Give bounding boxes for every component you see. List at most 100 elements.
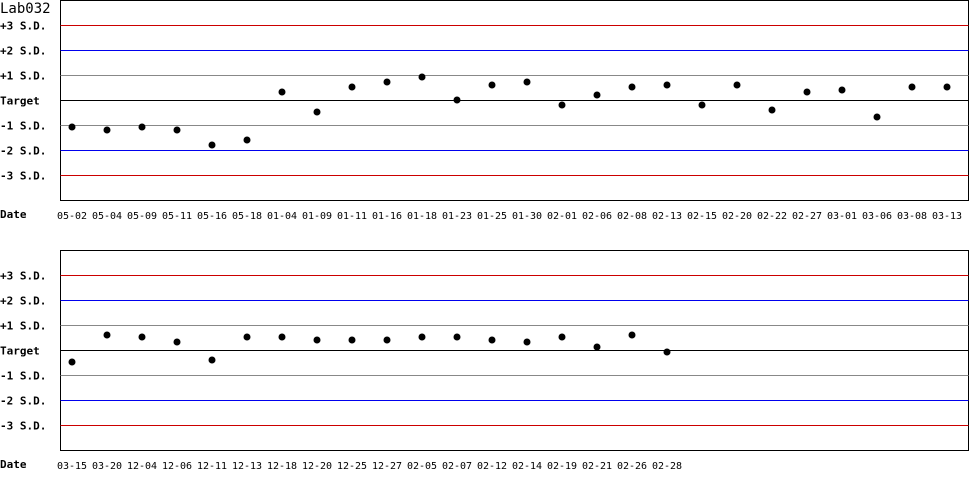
y-tick-label: Target — [0, 95, 40, 108]
x-tick-label: 02-28 — [652, 461, 682, 472]
data-point — [173, 338, 181, 346]
x-tick-label: 05-02 — [57, 211, 87, 222]
x-tick-label: 05-16 — [197, 211, 227, 222]
y-tick-label: +3 S.D. — [0, 270, 46, 283]
y-tick-label: -2 S.D. — [0, 145, 46, 158]
data-point — [593, 343, 601, 351]
data-point — [208, 141, 216, 149]
data-point — [558, 333, 566, 341]
data-point — [768, 106, 776, 114]
x-tick-label: 02-06 — [582, 211, 612, 222]
x-tick-label: 03-06 — [862, 211, 892, 222]
data-point — [908, 83, 916, 91]
y-tick-label: +1 S.D. — [0, 320, 46, 333]
x-tick-label: 02-01 — [547, 211, 577, 222]
data-point — [943, 83, 951, 91]
data-point — [523, 78, 531, 86]
x-tick-label: 02-20 — [722, 211, 752, 222]
y-tick-label: -1 S.D. — [0, 370, 46, 383]
y-tick-label: +1 S.D. — [0, 70, 46, 83]
data-point — [68, 358, 76, 366]
data-point — [348, 336, 356, 344]
data-point — [278, 333, 286, 341]
x-tick-label: 12-20 — [302, 461, 332, 472]
data-point — [383, 336, 391, 344]
data-point — [663, 348, 671, 356]
x-tick-label: 02-13 — [652, 211, 682, 222]
x-tick-label: 05-04 — [92, 211, 122, 222]
data-point — [243, 136, 251, 144]
chart-title: Lab032 — [0, 1, 51, 17]
x-tick-label: 02-07 — [442, 461, 472, 472]
x-tick-label: 03-13 — [932, 211, 962, 222]
x-tick-label: 05-09 — [127, 211, 157, 222]
x-tick-label: 12-25 — [337, 461, 367, 472]
x-tick-label: 02-15 — [687, 211, 717, 222]
panel-2: +3 S.D. +2 S.D. +1 S.D. Target -1 S.D. -2 S.D… — [0, 250, 969, 472]
data-point — [733, 81, 741, 89]
data-point — [558, 101, 566, 109]
x-tick-label: 03-20 — [92, 461, 122, 472]
x-tick-label: 12-18 — [267, 461, 297, 472]
x-tick-label: 02-14 — [512, 461, 542, 472]
data-point — [838, 86, 846, 94]
x-tick-label: 03-08 — [897, 211, 927, 222]
data-point — [348, 83, 356, 91]
y-tick-label: -1 S.D. — [0, 120, 46, 133]
x-tick-label: 12-13 — [232, 461, 262, 472]
x-tick-label: 02-26 — [617, 461, 647, 472]
data-point — [103, 331, 111, 339]
data-point — [418, 73, 426, 81]
data-point — [488, 336, 496, 344]
data-point — [173, 126, 181, 134]
x-tick-label: 01-18 — [407, 211, 437, 222]
data-point — [453, 96, 461, 104]
x-tick-label: 02-19 — [547, 461, 577, 472]
x-tick-label: 05-11 — [162, 211, 192, 222]
x-tick-label: 01-16 — [372, 211, 402, 222]
x-tick-label: 01-11 — [337, 211, 367, 222]
x-tick-label: 02-05 — [407, 461, 437, 472]
data-point — [313, 108, 321, 116]
y-tick-label: -3 S.D. — [0, 170, 46, 183]
data-point — [628, 331, 636, 339]
data-point — [208, 356, 216, 364]
x-tick-label: 12-06 — [162, 461, 192, 472]
x-tick-label: 03-01 — [827, 211, 857, 222]
data-point — [68, 123, 76, 131]
data-point — [453, 333, 461, 341]
data-point — [523, 338, 531, 346]
data-point — [803, 88, 811, 96]
x-tick-label: 01-25 — [477, 211, 507, 222]
data-point — [418, 333, 426, 341]
data-point — [628, 83, 636, 91]
data-point — [873, 113, 881, 121]
x-tick-label: 02-08 — [617, 211, 647, 222]
x-tick-label: 01-23 — [442, 211, 472, 222]
y-tick-label: +2 S.D. — [0, 295, 46, 308]
y-tick-label: +3 S.D. — [0, 20, 46, 33]
x-tick-label: 12-04 — [127, 461, 157, 472]
data-point — [103, 126, 111, 134]
x-tick-label: 01-04 — [267, 211, 297, 222]
y-tick-label: -2 S.D. — [0, 395, 46, 408]
data-point — [698, 101, 706, 109]
data-point — [663, 81, 671, 89]
data-point — [138, 333, 146, 341]
x-tick-label: 02-27 — [792, 211, 822, 222]
x-tick-label: 02-21 — [582, 461, 612, 472]
x-axis-label: Date — [0, 208, 27, 221]
panel-1: +3 S.D. +2 S.D. +1 S.D. Target -1 S.D. -2 S.D… — [0, 0, 969, 222]
data-point — [138, 123, 146, 131]
x-tick-label: 12-27 — [372, 461, 402, 472]
x-tick-label: 01-30 — [512, 211, 542, 222]
y-tick-label: -3 S.D. — [0, 420, 46, 433]
x-tick-label: 03-15 — [57, 461, 87, 472]
x-tick-label: 01-09 — [302, 211, 332, 222]
x-tick-label: 12-11 — [197, 461, 227, 472]
x-axis-label: Date — [0, 458, 27, 471]
data-point — [313, 336, 321, 344]
y-tick-label: +2 S.D. — [0, 45, 46, 58]
y-tick-label: Target — [0, 345, 40, 358]
x-tick-label: 02-22 — [757, 211, 787, 222]
